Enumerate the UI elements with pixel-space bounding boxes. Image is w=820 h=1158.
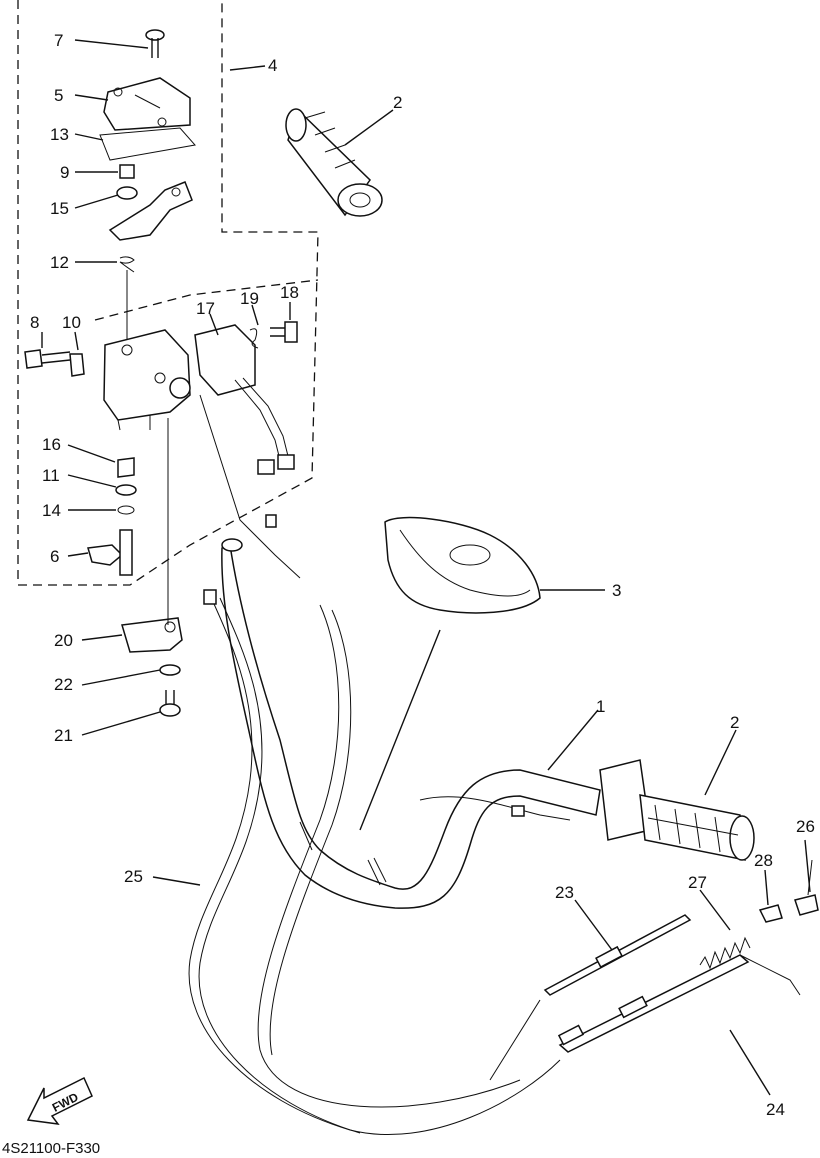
left-grip bbox=[285, 108, 383, 217]
part-28 bbox=[758, 904, 783, 923]
callout-18: 18 bbox=[280, 283, 299, 302]
callout-13: 13 bbox=[50, 125, 69, 144]
spring-12 bbox=[119, 256, 135, 273]
small-parts-lower bbox=[87, 457, 137, 576]
clamp-20 bbox=[121, 617, 183, 717]
callout-5: 5 bbox=[54, 86, 63, 105]
callout-21: 21 bbox=[54, 726, 73, 745]
callout-26: 26 bbox=[796, 817, 815, 836]
callout-6: 6 bbox=[50, 547, 59, 566]
callout-25: 25 bbox=[124, 867, 143, 886]
fwd-arrow: FWD bbox=[26, 1076, 93, 1125]
callout-3: 3 bbox=[612, 581, 621, 600]
callout-16: 16 bbox=[42, 435, 61, 454]
switch-cover bbox=[99, 77, 196, 161]
callout-15: 15 bbox=[50, 199, 69, 218]
drawing-code: 4S21100-F330 bbox=[2, 1140, 100, 1157]
handlebar-pad bbox=[384, 516, 541, 614]
assembly-boundary bbox=[17, 0, 319, 586]
callout-22: 22 bbox=[54, 675, 73, 694]
switch-body bbox=[103, 329, 191, 431]
leader-lines bbox=[41, 39, 811, 1096]
callout-27: 27 bbox=[688, 873, 707, 892]
callout-8: 8 bbox=[30, 313, 39, 332]
callout-20: 20 bbox=[54, 631, 73, 650]
small-parts-upper bbox=[108, 164, 193, 241]
callout-24: 24 bbox=[766, 1100, 785, 1119]
callout-2b: 2 bbox=[730, 713, 739, 732]
callout-4: 4 bbox=[268, 56, 277, 75]
screw-7 bbox=[145, 29, 165, 58]
callout-1: 1 bbox=[596, 697, 605, 716]
cable-24 bbox=[557, 954, 801, 1053]
right-grip-assembly bbox=[599, 759, 755, 861]
callout-labels: 7 4 5 2 13 9 15 12 18 19 17 8 10 16 11 1… bbox=[30, 31, 815, 1119]
callout-12: 12 bbox=[50, 253, 69, 272]
bolt-8 bbox=[24, 349, 85, 377]
part-26 bbox=[794, 859, 819, 916]
clip-19 bbox=[249, 328, 259, 349]
spring-27 bbox=[699, 936, 751, 970]
callout-7: 7 bbox=[54, 31, 63, 50]
callout-23: 23 bbox=[555, 883, 574, 902]
switch-17 bbox=[194, 324, 295, 475]
callout-19: 19 bbox=[240, 289, 259, 308]
cables bbox=[188, 394, 571, 1135]
callout-9: 9 bbox=[60, 163, 69, 182]
cable-23 bbox=[489, 914, 692, 1081]
callout-10: 10 bbox=[62, 313, 81, 332]
callout-11: 11 bbox=[42, 466, 60, 485]
callout-14: 14 bbox=[42, 501, 61, 520]
screw-18 bbox=[270, 321, 298, 343]
callout-2a: 2 bbox=[393, 93, 402, 112]
callout-28: 28 bbox=[754, 851, 773, 870]
callout-17: 17 bbox=[196, 299, 215, 318]
